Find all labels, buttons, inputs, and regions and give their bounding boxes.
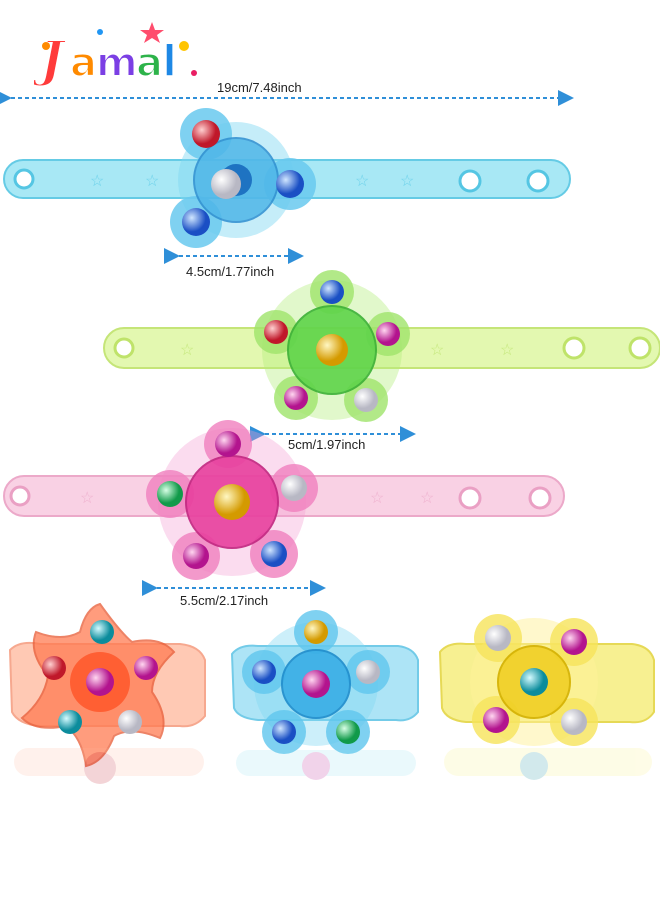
svg-text:☆: ☆ xyxy=(420,490,434,507)
svg-text:☆: ☆ xyxy=(90,173,104,190)
blue-spinner xyxy=(170,108,316,248)
orange-bracelet xyxy=(8,602,206,768)
svg-text:a: a xyxy=(136,40,163,86)
svg-text:a: a xyxy=(70,40,97,86)
brand-logo-graphic: J a m a l xyxy=(31,22,197,89)
blue-worn-spinner xyxy=(242,610,390,754)
yellow-worn-spinner xyxy=(470,614,598,746)
pink-bracelet: ☆ ☆ ☆ xyxy=(3,420,565,580)
svg-text:☆: ☆ xyxy=(430,342,444,359)
svg-text:☆: ☆ xyxy=(180,342,194,359)
svg-text:☆: ☆ xyxy=(400,173,414,190)
green-bracelet: ☆ ☆ ☆ xyxy=(103,270,660,422)
svg-text:☆: ☆ xyxy=(355,173,369,190)
svg-text:☆: ☆ xyxy=(145,173,159,190)
svg-text:m: m xyxy=(96,40,138,86)
brand-logo: J a m a l xyxy=(31,18,204,92)
pink-spinner-size-label: 5.5cm/2.17inch xyxy=(180,593,269,608)
reflections xyxy=(14,748,652,784)
svg-text:l: l xyxy=(162,36,177,87)
svg-text:☆: ☆ xyxy=(80,490,94,507)
svg-text:☆: ☆ xyxy=(500,342,514,359)
blue-bracelet: ☆ ☆ ☆ ☆ xyxy=(3,108,571,248)
pink-spinner xyxy=(146,420,318,580)
yellow-worn-bracelet xyxy=(438,614,655,746)
svg-text:☆: ☆ xyxy=(370,490,384,507)
blue-worn-bracelet xyxy=(230,610,419,754)
green-spinner xyxy=(254,270,410,422)
blue-spinner-size-label: 4.5cm/1.77inch xyxy=(186,264,275,279)
orange-spinner xyxy=(20,602,176,768)
